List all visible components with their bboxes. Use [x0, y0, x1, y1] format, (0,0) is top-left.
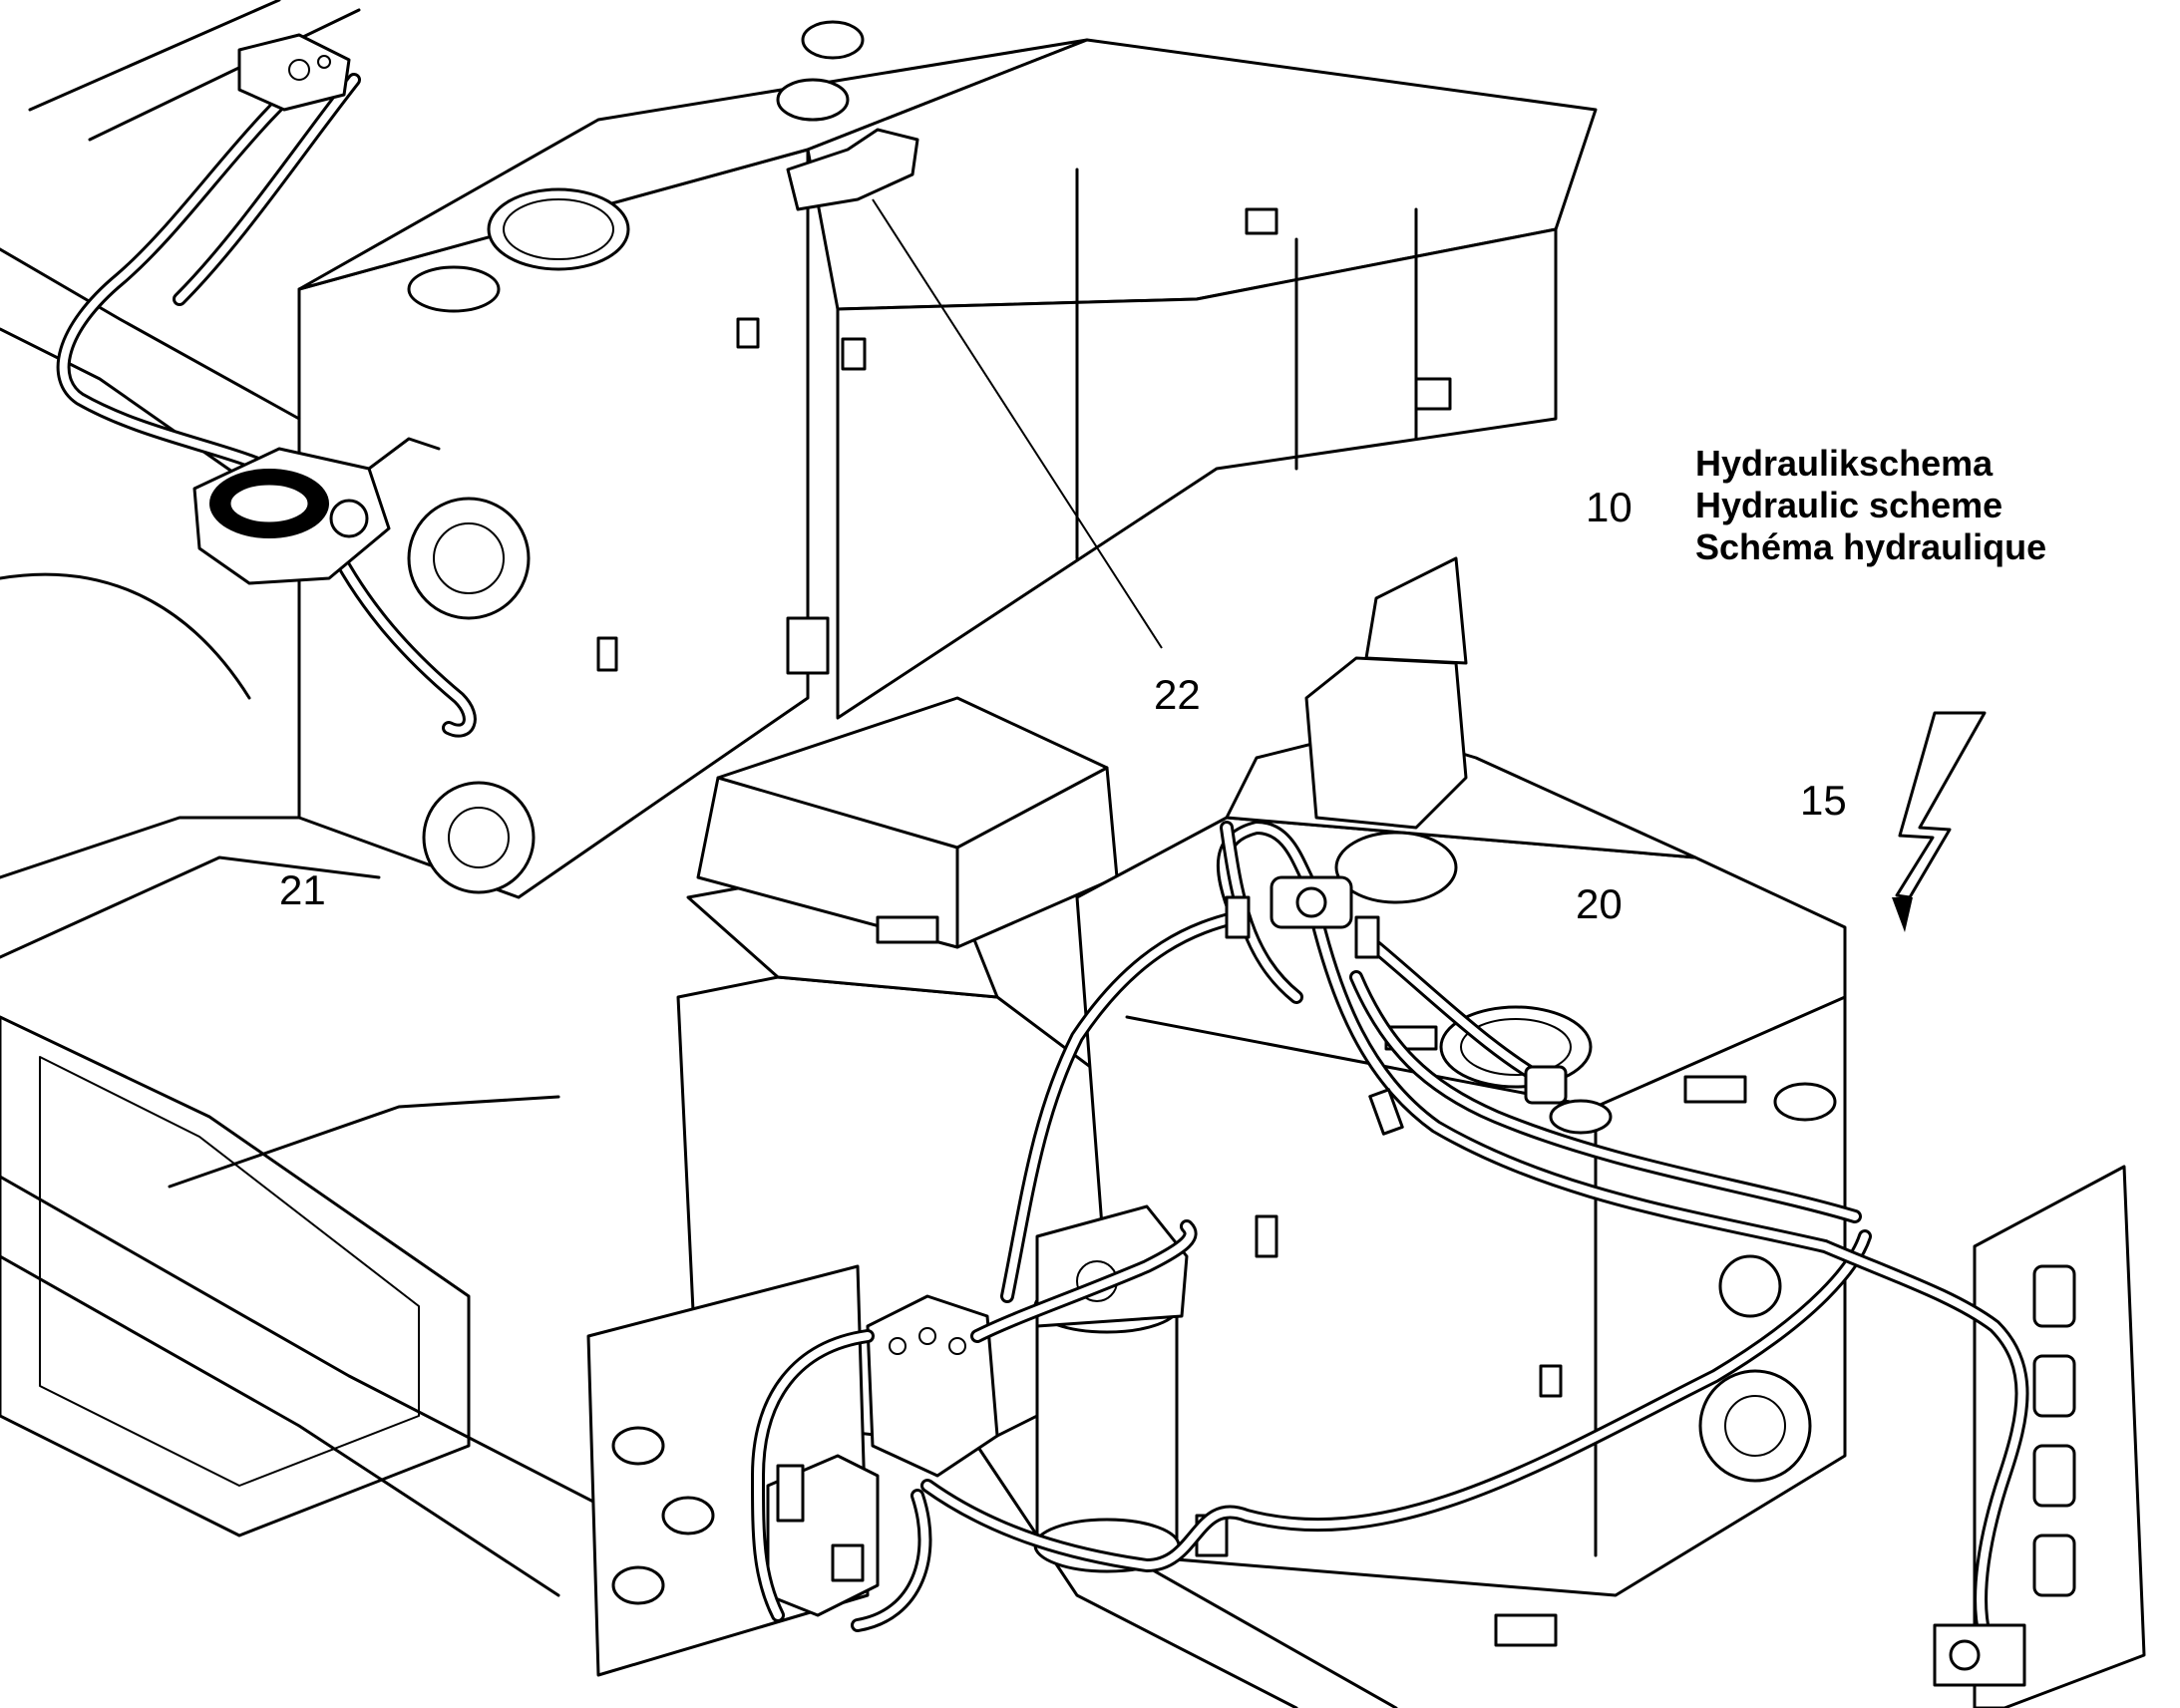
lightning-arrow-icon — [1892, 711, 1987, 932]
upper-valve-block — [237, 33, 351, 112]
hose-fittings — [1225, 875, 2026, 1687]
lower-valve-manifold — [766, 1294, 999, 1617]
legend-title-english: Hydraulic scheme — [1695, 485, 2003, 525]
callout-21: 21 — [279, 866, 326, 913]
upper-pump-cluster — [192, 437, 441, 585]
leader-line-22 — [872, 198, 1163, 649]
legend-number: 10 — [1586, 484, 1633, 530]
upper-hose-line — [56, 53, 477, 738]
callout-20: 20 — [1576, 880, 1623, 927]
callout-15: 15 — [1800, 777, 1847, 824]
lower-hose-lines — [751, 821, 2029, 1642]
legend-title-french: Schéma hydraulique — [1695, 526, 2047, 567]
callout-22: 22 — [1154, 671, 1201, 718]
upper-frame-assembly — [0, 0, 1598, 959]
legend-title-german: Hydraulikschema — [1695, 443, 1994, 484]
